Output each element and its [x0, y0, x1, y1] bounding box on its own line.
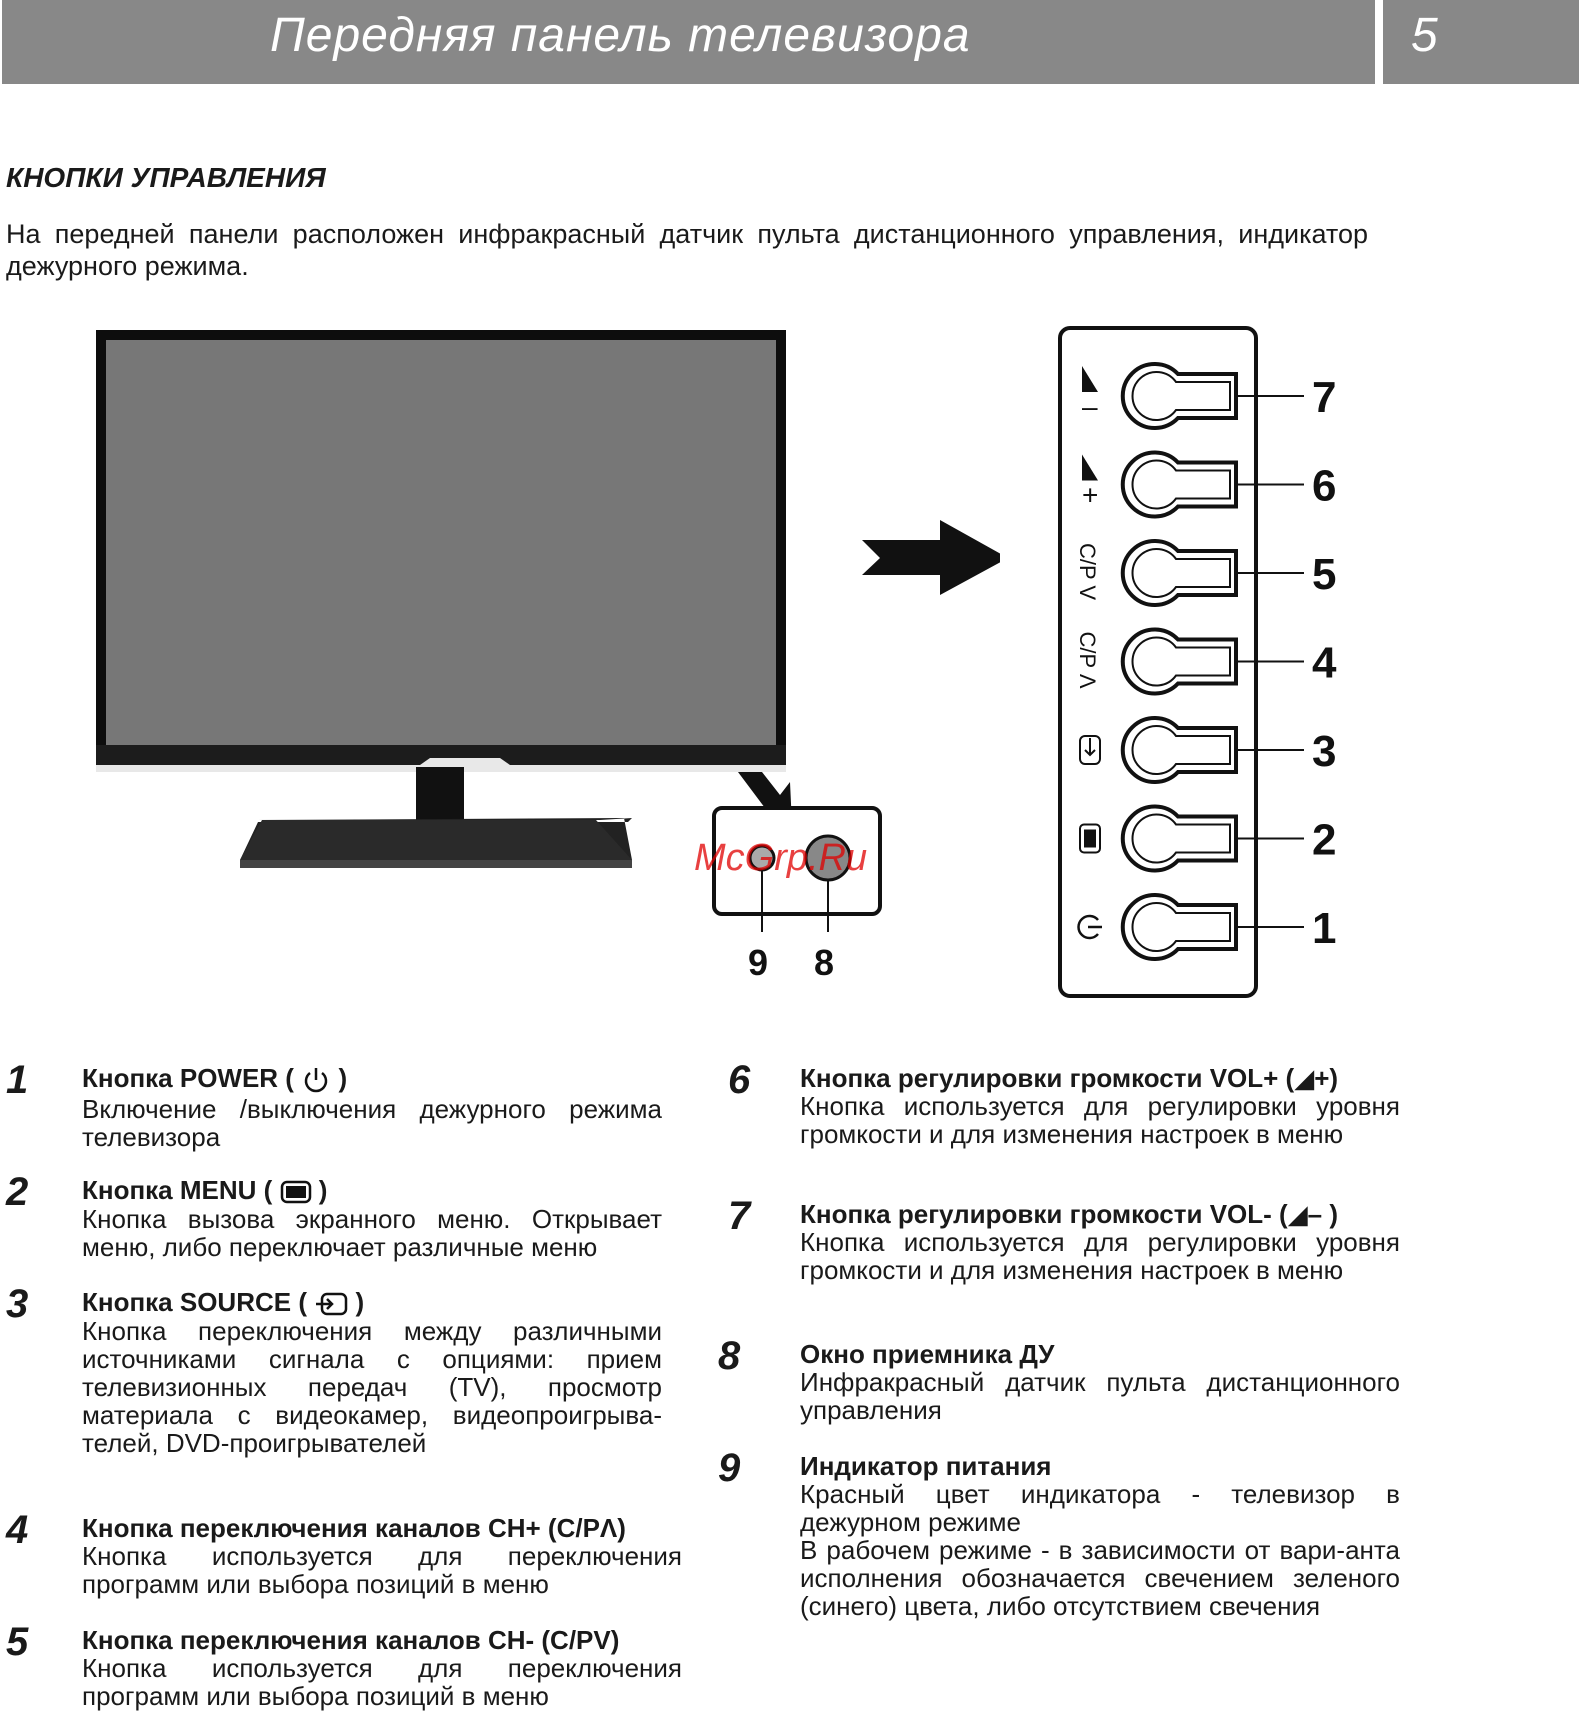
tv-stand-plate-edge: [240, 860, 632, 868]
svg-text:C/P Λ: C/P Λ: [1075, 632, 1100, 689]
sensor-label-8: 8: [814, 942, 834, 983]
item-3: Кнопка SOURCE ( )Кнопка переключения меж…: [82, 1288, 662, 1457]
item-description-extra: В рабочем режиме - в зависимости от вари…: [800, 1535, 1400, 1621]
item-title-text: Кнопка переключения каналов CH+ (C/PΛ): [82, 1513, 626, 1543]
panel-button-7[interactable]: 7: [1120, 362, 1337, 430]
item-number-3: 3: [6, 1282, 29, 1326]
channel-up-icon: C/P Λ: [1075, 632, 1100, 689]
menu-icon: [1079, 823, 1101, 854]
page-number: 5: [1411, 9, 1438, 62]
panel-button-4[interactable]: 4: [1120, 627, 1337, 696]
tv-screen: [106, 340, 776, 745]
arrow-right-icon: [862, 520, 1000, 595]
item-description: Кнопка используется для регулировки уров…: [800, 1091, 1400, 1149]
item-number-6: 6: [728, 1058, 751, 1102]
panel-label-7: 7: [1312, 373, 1336, 422]
item-title: Индикатор питания: [800, 1452, 1400, 1480]
item-7: Кнопка регулировки громкости VOL- (◢– )К…: [800, 1200, 1400, 1284]
page-title: Передняя панель телевизора: [270, 9, 971, 62]
item-description: Включение /выключения дежурного режима т…: [82, 1094, 662, 1153]
tv-bottom-edge: [96, 758, 786, 772]
item-title-text: Кнопка POWER (: [82, 1063, 294, 1093]
item-6: Кнопка регулировки громкости VOL+ (◢+)Кн…: [800, 1064, 1400, 1148]
panel-label-6: 6: [1312, 462, 1336, 511]
power-icon: [294, 1063, 338, 1093]
item-number-2: 2: [6, 1170, 29, 1214]
item-title: Кнопка переключения каналов CH+ (C/PΛ): [82, 1514, 682, 1542]
panel-label-4: 4: [1312, 639, 1337, 688]
panel-label-2: 2: [1312, 816, 1336, 865]
item-title-text: Кнопка MENU (: [82, 1175, 273, 1205]
item-number-4: 4: [6, 1508, 29, 1552]
svg-text:–: –: [1082, 391, 1098, 422]
item-title-text: Кнопка регулировки громкости VOL- (◢– ): [800, 1199, 1339, 1229]
item-title: Кнопка регулировки громкости VOL- (◢– ): [800, 1200, 1400, 1228]
header-bar: Передняя панель телевизора: [2, 0, 1375, 84]
panel-button-5[interactable]: 5: [1120, 539, 1337, 607]
item-title-suffix: ): [338, 1063, 348, 1093]
tv-stand-plate: [240, 820, 632, 860]
item-description: Инфракрасный датчик пульта дистанционног…: [800, 1367, 1400, 1425]
panel-label-5: 5: [1312, 550, 1336, 599]
item-description: Кнопка используется для переключения про…: [82, 1541, 682, 1599]
panel-button-1[interactable]: 1: [1120, 893, 1337, 961]
side-control-panel: 7 – 6 +5 C/P V 4 C/P Λ 3 2 1: [1058, 326, 1337, 998]
item-title-text: Кнопка SOURCE (: [82, 1287, 307, 1317]
item-description: Кнопка используется для переключения про…: [82, 1653, 682, 1711]
item-number-1: 1: [6, 1058, 29, 1102]
item-title-text: Индикатор питания: [800, 1451, 1052, 1481]
item-title: Кнопка POWER ( ): [82, 1064, 662, 1095]
item-1: Кнопка POWER ( )Включение /выключения де…: [82, 1064, 662, 1151]
item-description: Красный цвет индикатора - телевизор в де…: [800, 1479, 1400, 1537]
panel-label-1: 1: [1312, 904, 1336, 953]
item-number-9: 9: [718, 1446, 741, 1490]
item-title: Кнопка MENU ( ): [82, 1176, 662, 1205]
item-title-suffix: ): [355, 1287, 365, 1317]
item-number-8: 8: [718, 1334, 741, 1378]
item-title-text: Окно приемника ДУ: [800, 1339, 1055, 1369]
item-title: Кнопка SOURCE ( ): [82, 1288, 662, 1317]
volume-down-icon: –: [1082, 366, 1098, 422]
menu-icon: [272, 1175, 318, 1205]
source-icon: [1079, 735, 1101, 765]
item-2: Кнопка MENU ( )Кнопка вызова экранного м…: [82, 1176, 662, 1261]
watermark: McGrp.Ru: [694, 837, 867, 879]
item-description: Кнопка переключения между различными ист…: [82, 1316, 662, 1459]
item-description: Кнопка вызова экранного меню. Открывает …: [82, 1204, 662, 1263]
section-title: КНОПКИ УПРАВЛЕНИЯ: [6, 162, 326, 193]
tv-stand-neck: [416, 767, 464, 825]
item-5: Кнопка переключения каналов CH- (C/PV)Кн…: [82, 1626, 682, 1710]
power-icon: [1077, 914, 1102, 940]
item-title: Окно приемника ДУ: [800, 1340, 1400, 1368]
volume-up-icon: +: [1082, 454, 1098, 511]
item-number-5: 5: [6, 1620, 29, 1664]
panel-button-3[interactable]: 3: [1120, 716, 1337, 784]
item-4: Кнопка переключения каналов CH+ (C/PΛ)Кн…: [82, 1514, 682, 1598]
panel-label-3: 3: [1312, 727, 1336, 776]
sensor-box: [712, 806, 882, 916]
item-title: Кнопка регулировки громкости VOL+ (◢+): [800, 1064, 1400, 1092]
sensor-label-9: 9: [748, 942, 768, 983]
channel-down-icon: C/P V: [1075, 543, 1100, 600]
item-number-7: 7: [728, 1194, 751, 1238]
tv-illustration: 9 8 McGrp.Ru: [96, 330, 1000, 983]
svg-text:C/P V: C/P V: [1075, 543, 1100, 600]
svg-text:+: +: [1082, 480, 1098, 511]
item-title-suffix: ): [318, 1175, 328, 1205]
item-description: Кнопка используется для регулировки уров…: [800, 1227, 1400, 1285]
item-title: Кнопка переключения каналов CH- (C/PV): [82, 1626, 682, 1654]
page-number-box: 5: [1383, 0, 1579, 84]
item-title-text: Кнопка регулировки громкости VOL+ (◢+): [800, 1063, 1339, 1093]
intro-text: На передней панели расположен инфракрасн…: [6, 219, 1368, 281]
item-title-text: Кнопка переключения каналов CH- (C/PV): [82, 1625, 620, 1655]
panel-button-6[interactable]: 6: [1120, 450, 1337, 519]
tv-bottom-bezel: [96, 745, 786, 767]
panel-button-2[interactable]: 2: [1120, 804, 1337, 873]
source-icon: [307, 1287, 355, 1317]
